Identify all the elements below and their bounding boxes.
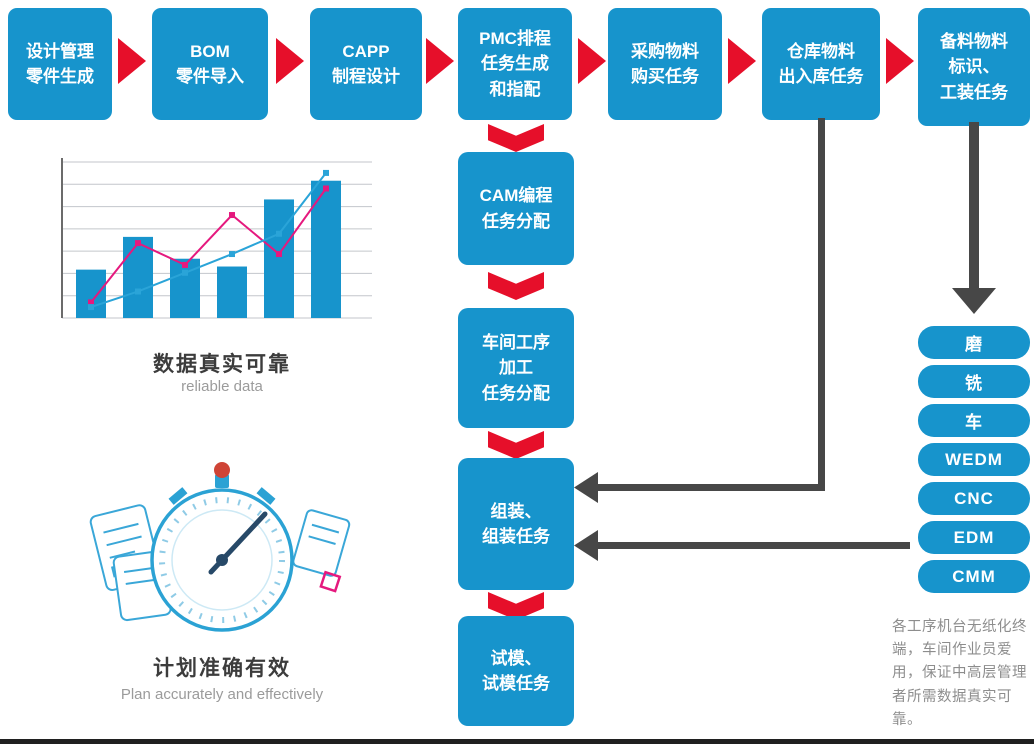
arrow-down-icon xyxy=(488,272,544,300)
flow-box-trial-mold: 试模、 试模任务 xyxy=(458,616,574,726)
machine-item: CMM xyxy=(918,560,1030,593)
connector-warehouse-horizontal xyxy=(596,484,825,491)
flow-box-label: CAM编程 任务分配 xyxy=(479,186,553,231)
flow-box-cam: CAM编程 任务分配 xyxy=(458,152,574,265)
arrow-down-icon xyxy=(488,124,544,152)
timer-caption-zh: 计划准确有效 xyxy=(153,657,291,680)
flow-box-label: 采购物料 购买任务 xyxy=(631,41,699,87)
flow-box-warehouse: 仓库物料 出入库任务 xyxy=(762,8,880,120)
flow-box-label: 车间工序 加工 任务分配 xyxy=(482,332,550,403)
flow-box-label: BOM 零件导入 xyxy=(176,41,244,87)
connector-warehouse-vertical xyxy=(818,118,825,491)
flow-box-label: CAPP 制程设计 xyxy=(332,41,400,87)
flow-box-label: 备料物料 标识、 工装任务 xyxy=(940,31,1008,102)
machine-item: EDM xyxy=(918,521,1030,554)
flow-box-capp: CAPP 制程设计 xyxy=(310,8,422,120)
flow-box-assembly: 组装、 组装任务 xyxy=(458,458,574,590)
machine-item: WEDM xyxy=(918,443,1030,476)
stopwatch-illustration xyxy=(89,462,351,632)
connector-prep-vertical xyxy=(969,122,979,290)
bottom-rule xyxy=(0,739,1034,744)
flow-box-label: 设计管理 零件生成 xyxy=(26,41,94,87)
arrow-right-icon xyxy=(276,38,304,84)
chart-caption-en: reliable data xyxy=(181,378,263,395)
chart-caption-zh: 数据真实可靠 xyxy=(153,353,291,376)
arrow-down-icon xyxy=(488,431,544,459)
arrow-down-dark-icon xyxy=(952,288,996,314)
flow-box-label: 仓库物料 出入库任务 xyxy=(778,41,864,87)
machine-item: 磨 xyxy=(918,326,1030,359)
flow-box-purchase: 采购物料 购买任务 xyxy=(608,8,722,120)
flow-box-material-prep: 备料物料 标识、 工装任务 xyxy=(918,8,1030,126)
connector-machines-horizontal xyxy=(596,542,910,549)
arrow-right-icon xyxy=(886,38,914,84)
machine-item: 铣 xyxy=(918,365,1030,398)
machine-item: 车 xyxy=(918,404,1030,437)
machine-item: CNC xyxy=(918,482,1030,515)
machines-note: 各工序机台无纸化终端，车间作业员爱用，保证中高层管理者所需数据真实可靠。 xyxy=(892,619,1027,728)
flow-box-design: 设计管理 零件生成 xyxy=(8,8,112,120)
timer-caption-en: Plan accurately and effectively xyxy=(120,686,324,703)
flow-box-label: PMC排程 任务生成 和指配 xyxy=(479,28,551,99)
flow-box-pmc: PMC排程 任务生成 和指配 xyxy=(458,8,572,120)
arrow-left-icon xyxy=(574,530,598,561)
flow-box-workshop: 车间工序 加工 任务分配 xyxy=(458,308,574,428)
flow-box-bom: BOM 零件导入 xyxy=(152,8,268,120)
arrow-left-icon xyxy=(574,472,598,503)
arrow-right-icon xyxy=(426,38,454,84)
arrow-right-icon xyxy=(118,38,146,84)
machine-list: 磨 铣 车 WEDM CNC EDM CMM xyxy=(918,326,1030,599)
flow-box-label: 试模、 试模任务 xyxy=(482,648,550,694)
arrow-right-icon xyxy=(728,38,756,84)
data-chart-illustration xyxy=(61,158,372,319)
arrow-right-icon xyxy=(578,38,606,84)
flow-box-label: 组装、 组装任务 xyxy=(482,501,550,547)
